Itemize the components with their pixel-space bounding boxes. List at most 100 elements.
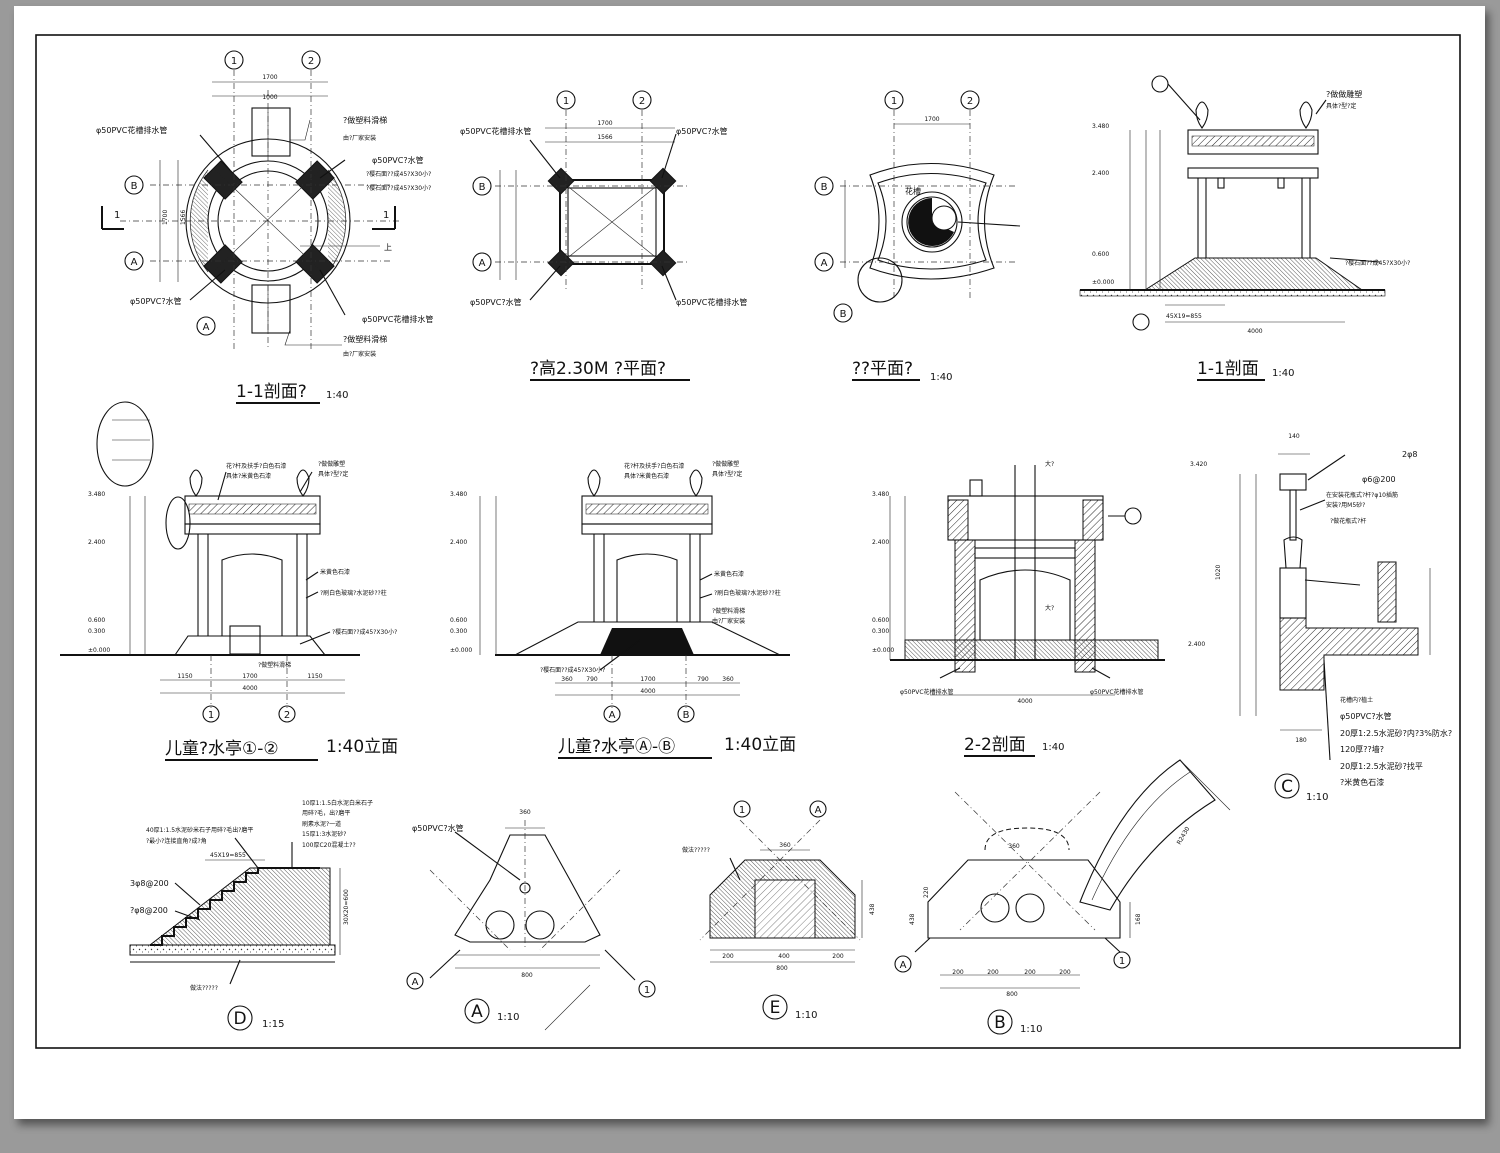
note-pvc-drain-p7b: φ50PVC花槽排水管 bbox=[1090, 688, 1144, 696]
axis-label-a: A bbox=[131, 257, 138, 268]
elev-0300-p5: 0.300 bbox=[88, 628, 105, 635]
note-phi6-c: φ6@200 bbox=[1362, 475, 1396, 484]
note-d5: 100厚C20混凝土?? bbox=[302, 841, 356, 849]
view-detail-e: 1 A 做法????? 360 200 400 200 800 438 E 1:… bbox=[682, 800, 876, 1021]
note-beige-stone-p6: 米黄色石漆 bbox=[714, 570, 744, 578]
note-rebar2-d: ?φ8@200 bbox=[130, 906, 168, 915]
dim-1700: 1700 bbox=[262, 74, 277, 81]
dim-220-db: 220 bbox=[923, 886, 930, 898]
dim-800-de: 800 bbox=[776, 965, 788, 972]
dim-4000-p4: 4000 bbox=[1247, 328, 1262, 335]
dim-790-a-p6: 790 bbox=[586, 676, 598, 683]
view-scale-7: 1:40 bbox=[1042, 742, 1064, 753]
elev-3480-p6: 3.480 bbox=[450, 491, 467, 498]
dim-200-c-db: 200 bbox=[1024, 969, 1036, 976]
axis-label-1-p2: 1 bbox=[563, 96, 569, 107]
axis-label-2-p5: 2 bbox=[284, 710, 290, 721]
dim-360-da: 360 bbox=[519, 809, 531, 816]
note-sculpture-shape-p6: 具体?型?定 bbox=[712, 470, 742, 478]
dim-steps-d: 45X19=855 bbox=[210, 852, 246, 859]
note-pvc-water-p2: φ50PVC?水管 bbox=[676, 126, 728, 136]
dim-steps-p4: 45X19=855 bbox=[1166, 313, 1202, 320]
dim-438-db: 438 bbox=[909, 913, 916, 925]
elev-0600-p7: 0.600 bbox=[872, 617, 889, 624]
detail-label-b: B bbox=[994, 1013, 1006, 1033]
elev-2400-c: 2.400 bbox=[1188, 641, 1205, 648]
view-title-elev-a-b: 儿童?水亭Ⓐ-Ⓑ bbox=[558, 737, 675, 757]
dim-1566-p2: 1566 bbox=[597, 134, 612, 141]
view-title-1-1-section-plan: 1-1剖面? bbox=[236, 382, 307, 402]
dim-438-de: 438 bbox=[869, 903, 876, 915]
axis-label-2-p2: 2 bbox=[639, 96, 645, 107]
view-detail-c: 3.420 2.400 1020 140 180 2φ8 φ6@200 在安装花… bbox=[1188, 433, 1452, 803]
note-d1: 10厚1:1.5白水泥白米石子 bbox=[302, 799, 373, 807]
view-2-2-section: 3.480 2.400 0.600 0.300 ±0.000 4000 大? 大… bbox=[872, 460, 1165, 757]
note-sculpture-shape-p5: 具体?型?定 bbox=[318, 470, 348, 478]
detail-label-e: E bbox=[770, 998, 781, 1018]
axis-label-1-p3: 1 bbox=[891, 96, 897, 107]
dim-1700-p2: 1700 bbox=[597, 120, 612, 127]
dim-4000-p5: 4000 bbox=[242, 685, 257, 692]
section-mark-1-right: 1 bbox=[383, 210, 389, 221]
axis-label-a-db: A bbox=[900, 960, 907, 971]
note-soil-c: 花槽内?植土 bbox=[1340, 696, 1373, 704]
dim-200-b-db: 200 bbox=[987, 969, 999, 976]
note-pvc-drain: φ50PVC花槽排水管 bbox=[96, 125, 167, 135]
note-d3: 刷素水泥?一道 bbox=[302, 820, 341, 828]
note-factory-install: 由?厂家安装 bbox=[343, 134, 376, 142]
axis-label-2-p3: 2 bbox=[967, 96, 973, 107]
note-c4: 20厚1:2.5水泥砂?找平 bbox=[1340, 761, 1423, 771]
note-rail-detail2-c: 安装?用M5砂? bbox=[1326, 501, 1365, 509]
view-title-2-2-section: 2-2剖面 bbox=[964, 735, 1026, 755]
axis-label-1-db: 1 bbox=[1119, 956, 1125, 967]
note-2phi8-c: 2φ8 bbox=[1402, 450, 1417, 459]
note-pvc-da: φ50PVC?水管 bbox=[412, 823, 464, 833]
elev-2400-p5: 2.400 bbox=[88, 539, 105, 546]
detail-label-d: D bbox=[233, 1009, 246, 1029]
note-vase-rail-c: ?做花瓶式?杆 bbox=[1330, 517, 1366, 525]
axis-label-1-de: 1 bbox=[739, 805, 745, 816]
dim-1700-p5: 1700 bbox=[242, 673, 257, 680]
axis-label-b-p6: B bbox=[683, 710, 690, 721]
detail-marker-b-p3: B bbox=[840, 309, 847, 320]
dim-1000: 1000 bbox=[262, 94, 277, 101]
note-beige-stone-p5: 米黄色石漆 bbox=[320, 568, 350, 576]
dim-800-db: 800 bbox=[1006, 991, 1018, 998]
dim-200-d-db: 200 bbox=[1059, 969, 1071, 976]
axis-label-a-p2: A bbox=[479, 258, 486, 269]
view-elevation-a-b: A B 3.480 2.400 0.600 0.300 ±0.000 360 7… bbox=[450, 460, 796, 759]
view-title-top-plan: ??平面? bbox=[852, 359, 913, 379]
dim-140-c: 140 bbox=[1288, 433, 1300, 440]
note-slide-p5: ?做塑料滑梯 bbox=[258, 661, 291, 669]
dim-168-db: 168 bbox=[1135, 913, 1142, 925]
axis-label-b-p2: B bbox=[479, 182, 486, 193]
dim-200-b-de: 200 bbox=[832, 953, 844, 960]
note-big-p7b: 大? bbox=[1045, 604, 1054, 612]
note-d7: ?最小?连接直角?成?角 bbox=[146, 837, 207, 845]
note-sculpture-p5: ?做做雕塑 bbox=[318, 460, 345, 468]
dim-790-b-p6: 790 bbox=[697, 676, 709, 683]
note-pvc-drain-p7: φ50PVC花槽排水管 bbox=[900, 688, 954, 696]
dim-1700-p6: 1700 bbox=[640, 676, 655, 683]
axis-label-1: 1 bbox=[231, 56, 237, 67]
note-rebar1-d: 3φ8@200 bbox=[130, 879, 169, 888]
note-stone-step-p4: ?樱石面??成45?X30小? bbox=[1345, 259, 1410, 267]
view-scale-6: 1:40立面 bbox=[724, 735, 796, 755]
note-bottom-d: 做法????? bbox=[190, 984, 218, 992]
note-pvc-drain-p2b: φ50PVC花槽排水管 bbox=[676, 297, 747, 307]
view-scale-a: 1:10 bbox=[497, 1012, 519, 1023]
elev-0000-p5: ±0.000 bbox=[88, 647, 110, 654]
note-white-paint-p5: ?刷白色玻璃?水泥砂??柱 bbox=[320, 589, 387, 597]
section-mark-1-left: 1 bbox=[114, 210, 120, 221]
note-rail-p6: 花?杆及扶手?白色石漆 bbox=[624, 462, 684, 470]
view-elevation-1-2: 1 2 3.480 2.400 0.600 0.300 ±0.000 1150 … bbox=[60, 401, 398, 761]
note-factory-install-2: 由?厂家安装 bbox=[343, 350, 376, 358]
view-scale-d: 1:15 bbox=[262, 1019, 284, 1030]
note-white-paint-p6: ?刷白色玻璃?水泥砂??柱 bbox=[714, 589, 781, 597]
dim-200-a-de: 200 bbox=[722, 953, 734, 960]
note-sculpture-p4: ?做做雕塑 bbox=[1326, 89, 1362, 99]
view-scale-e: 1:10 bbox=[795, 1010, 817, 1021]
dim-1700-p3: 1700 bbox=[924, 116, 939, 123]
note-c3: 120厚??墙? bbox=[1340, 744, 1384, 754]
